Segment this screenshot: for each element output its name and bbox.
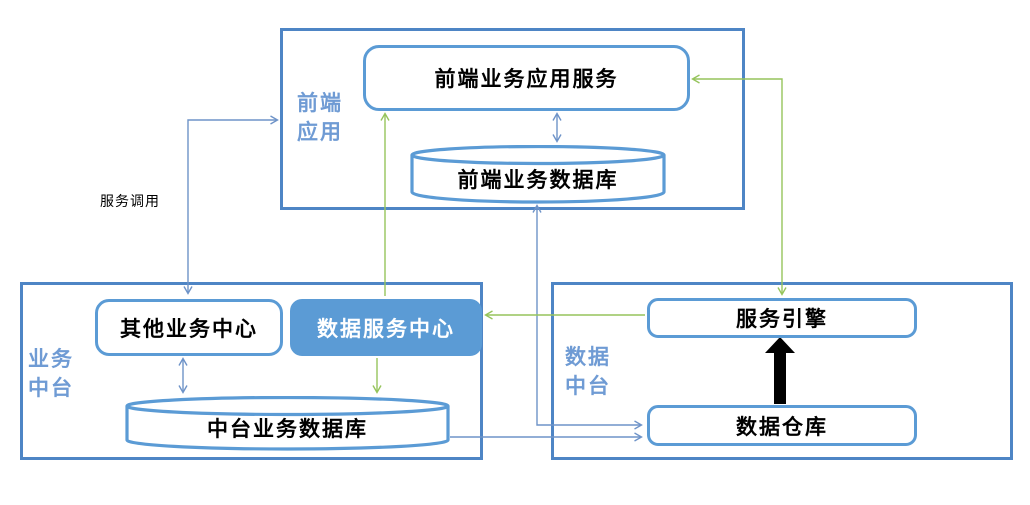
- edge-frontdb-datawarehouse: [532, 204, 643, 430]
- container-label-business: 业务 中台: [28, 347, 74, 400]
- node-data-warehouse: 数据仓库: [647, 405, 917, 446]
- edge-service-call: [183, 115, 279, 295]
- container-label-frontend: 前端 应用: [297, 91, 343, 144]
- node-data-service-center: 数据服务中心: [290, 299, 482, 356]
- node-mid-db: 中台业务数据库: [125, 396, 450, 452]
- node-front-app-service: 前端业务应用服务: [363, 45, 690, 111]
- edge-frontapp-serviceengine: [691, 74, 787, 296]
- node-service-engine: 服务引擎: [647, 298, 917, 338]
- cylinder-shape: [125, 396, 450, 451]
- edge-label-service-call: 服务调用: [100, 194, 160, 210]
- cylinder-shape: [410, 145, 666, 204]
- node-front-db-label: 前端业务数据库: [457, 167, 619, 192]
- node-other-business-center: 其他业务中心: [95, 299, 283, 356]
- edge-datawarehouse-serviceengine: [765, 337, 795, 404]
- node-front-db: 前端业务数据库: [410, 145, 666, 204]
- node-mid-db-label: 中台业务数据库: [207, 417, 368, 441]
